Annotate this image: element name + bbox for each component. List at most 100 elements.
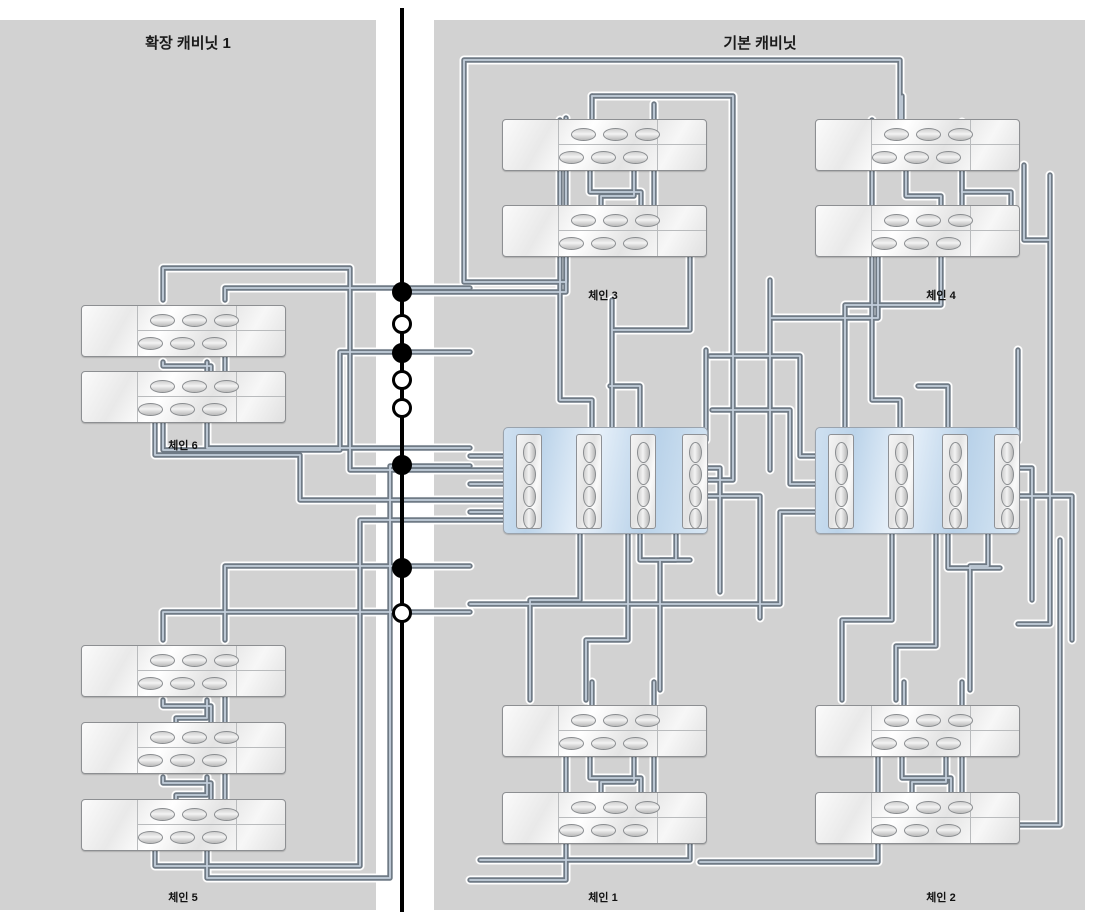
controller-right-hba2-port-1[interactable] <box>895 442 908 463</box>
shelf-chain2-bottom[interactable] <box>815 792 1020 844</box>
controller-right-hba-card-1[interactable] <box>828 434 854 529</box>
shelf-chain4-bottom-port-bottom-2[interactable] <box>904 237 929 250</box>
shelf-chain4-top-port-bottom-2[interactable] <box>904 151 929 164</box>
shelf-chain5-top-port-top-1[interactable] <box>150 654 175 667</box>
controller-right-hba-card-2[interactable] <box>888 434 914 529</box>
controller-left-hba2-port-3[interactable] <box>583 486 596 507</box>
controller-right-hba2-port-2[interactable] <box>895 464 908 485</box>
shelf-chain6-top[interactable] <box>81 305 286 357</box>
shelf-chain3-top-port-top-1[interactable] <box>571 128 596 141</box>
controller-right-hba4-port-2[interactable] <box>1001 464 1014 485</box>
shelf-chain6-bottom-port-top-1[interactable] <box>150 380 175 393</box>
controller-left-hba1-port-3[interactable] <box>523 486 536 507</box>
shelf-chain6-top-port-top-2[interactable] <box>182 314 207 327</box>
shelf-chain2-bottom-port-bottom-1[interactable] <box>872 824 897 837</box>
shelf-chain3-bottom-port-bottom-2[interactable] <box>591 237 616 250</box>
controller-right-hba4-port-1[interactable] <box>1001 442 1014 463</box>
controller-right-hba1-port-1[interactable] <box>835 442 848 463</box>
controller-left-hba-card-1[interactable] <box>516 434 542 529</box>
controller-left[interactable] <box>503 427 708 534</box>
shelf-chain5-top-port-bottom-3[interactable] <box>202 677 227 690</box>
shelf-chain2-top[interactable] <box>815 705 1020 757</box>
controller-left-hba3-port-1[interactable] <box>637 442 650 463</box>
shelf-chain4-bottom-port-top-1[interactable] <box>884 214 909 227</box>
shelf-chain2-top-port-top-3[interactable] <box>948 714 973 727</box>
shelf-chain3-bottom-port-top-2[interactable] <box>603 214 628 227</box>
shelf-chain2-bottom-port-top-3[interactable] <box>948 801 973 814</box>
shelf-chain1-bottom-port-bottom-2[interactable] <box>591 824 616 837</box>
controller-right-hba2-port-4[interactable] <box>895 508 908 529</box>
shelf-chain5-mid-port-bottom-3[interactable] <box>202 754 227 767</box>
controller-right-hba4-port-4[interactable] <box>1001 508 1014 529</box>
shelf-chain4-bottom-port-bottom-3[interactable] <box>936 237 961 250</box>
shelf-chain1-top-port-bottom-3[interactable] <box>623 737 648 750</box>
shelf-chain2-top-port-bottom-3[interactable] <box>936 737 961 750</box>
shelf-chain5-mid-port-top-1[interactable] <box>150 731 175 744</box>
controller-left-hba1-port-2[interactable] <box>523 464 536 485</box>
controller-left-hba3-port-3[interactable] <box>637 486 650 507</box>
controller-left-hba-card-3[interactable] <box>630 434 656 529</box>
shelf-chain3-top-port-top-3[interactable] <box>635 128 660 141</box>
shelf-chain3-bottom[interactable] <box>502 205 707 257</box>
shelf-chain6-bottom-port-bottom-1[interactable] <box>138 403 163 416</box>
shelf-chain1-bottom-port-top-1[interactable] <box>571 801 596 814</box>
shelf-chain3-top-port-bottom-1[interactable] <box>559 151 584 164</box>
controller-right-hba1-port-4[interactable] <box>835 508 848 529</box>
controller-left-hba4-port-3[interactable] <box>689 486 702 507</box>
shelf-chain5-bottom-port-top-3[interactable] <box>214 808 239 821</box>
shelf-chain4-bottom-port-top-2[interactable] <box>916 214 941 227</box>
shelf-chain3-top-port-top-2[interactable] <box>603 128 628 141</box>
shelf-chain2-top-port-top-1[interactable] <box>884 714 909 727</box>
shelf-chain5-top-port-bottom-1[interactable] <box>138 677 163 690</box>
controller-left-hba3-port-4[interactable] <box>637 508 650 529</box>
controller-right-hba3-port-3[interactable] <box>949 486 962 507</box>
controller-left-hba3-port-2[interactable] <box>637 464 650 485</box>
shelf-chain1-top-port-top-1[interactable] <box>571 714 596 727</box>
controller-left-hba4-port-1[interactable] <box>689 442 702 463</box>
shelf-chain1-bottom-port-bottom-3[interactable] <box>623 824 648 837</box>
shelf-chain2-top-port-bottom-1[interactable] <box>872 737 897 750</box>
controller-right-hba1-port-2[interactable] <box>835 464 848 485</box>
controller-right-hba-card-4[interactable] <box>994 434 1020 529</box>
shelf-chain1-bottom[interactable] <box>502 792 707 844</box>
shelf-chain3-bottom-port-bottom-3[interactable] <box>623 237 648 250</box>
controller-left-hba-card-2[interactable] <box>576 434 602 529</box>
shelf-chain5-top-port-bottom-2[interactable] <box>170 677 195 690</box>
shelf-chain1-top-port-bottom-1[interactable] <box>559 737 584 750</box>
shelf-chain2-top-port-bottom-2[interactable] <box>904 737 929 750</box>
shelf-chain1-top[interactable] <box>502 705 707 757</box>
controller-left-hba2-port-1[interactable] <box>583 442 596 463</box>
controller-left-hba1-port-4[interactable] <box>523 508 536 529</box>
shelf-chain2-bottom-port-bottom-3[interactable] <box>936 824 961 837</box>
shelf-chain6-bottom-port-bottom-3[interactable] <box>202 403 227 416</box>
controller-right-hba1-port-3[interactable] <box>835 486 848 507</box>
shelf-chain5-bottom-port-top-1[interactable] <box>150 808 175 821</box>
shelf-chain5-mid-port-bottom-2[interactable] <box>170 754 195 767</box>
shelf-chain5-bottom-port-bottom-1[interactable] <box>138 831 163 844</box>
shelf-chain4-top[interactable] <box>815 119 1020 171</box>
shelf-chain5-top[interactable] <box>81 645 286 697</box>
shelf-chain4-top-port-top-3[interactable] <box>948 128 973 141</box>
shelf-chain3-bottom-port-bottom-1[interactable] <box>559 237 584 250</box>
shelf-chain4-top-port-top-2[interactable] <box>916 128 941 141</box>
shelf-chain1-top-port-top-2[interactable] <box>603 714 628 727</box>
shelf-chain4-top-port-top-1[interactable] <box>884 128 909 141</box>
shelf-chain5-mid-port-bottom-1[interactable] <box>138 754 163 767</box>
shelf-chain6-bottom[interactable] <box>81 371 286 423</box>
shelf-chain3-bottom-port-top-1[interactable] <box>571 214 596 227</box>
controller-right-hba4-port-3[interactable] <box>1001 486 1014 507</box>
controller-left-hba4-port-2[interactable] <box>689 464 702 485</box>
shelf-chain1-bottom-port-bottom-1[interactable] <box>559 824 584 837</box>
controller-left-hba-card-4[interactable] <box>682 434 708 529</box>
shelf-chain1-bottom-port-top-3[interactable] <box>635 801 660 814</box>
shelf-chain3-top-port-bottom-3[interactable] <box>623 151 648 164</box>
shelf-chain4-bottom-port-bottom-1[interactable] <box>872 237 897 250</box>
controller-left-hba1-port-1[interactable] <box>523 442 536 463</box>
shelf-chain1-top-port-bottom-2[interactable] <box>591 737 616 750</box>
shelf-chain2-bottom-port-bottom-2[interactable] <box>904 824 929 837</box>
shelf-chain4-top-port-bottom-1[interactable] <box>872 151 897 164</box>
shelf-chain4-bottom-port-top-3[interactable] <box>948 214 973 227</box>
controller-right-hba3-port-4[interactable] <box>949 508 962 529</box>
shelf-chain6-bottom-port-top-3[interactable] <box>214 380 239 393</box>
shelf-chain5-bottom[interactable] <box>81 799 286 851</box>
